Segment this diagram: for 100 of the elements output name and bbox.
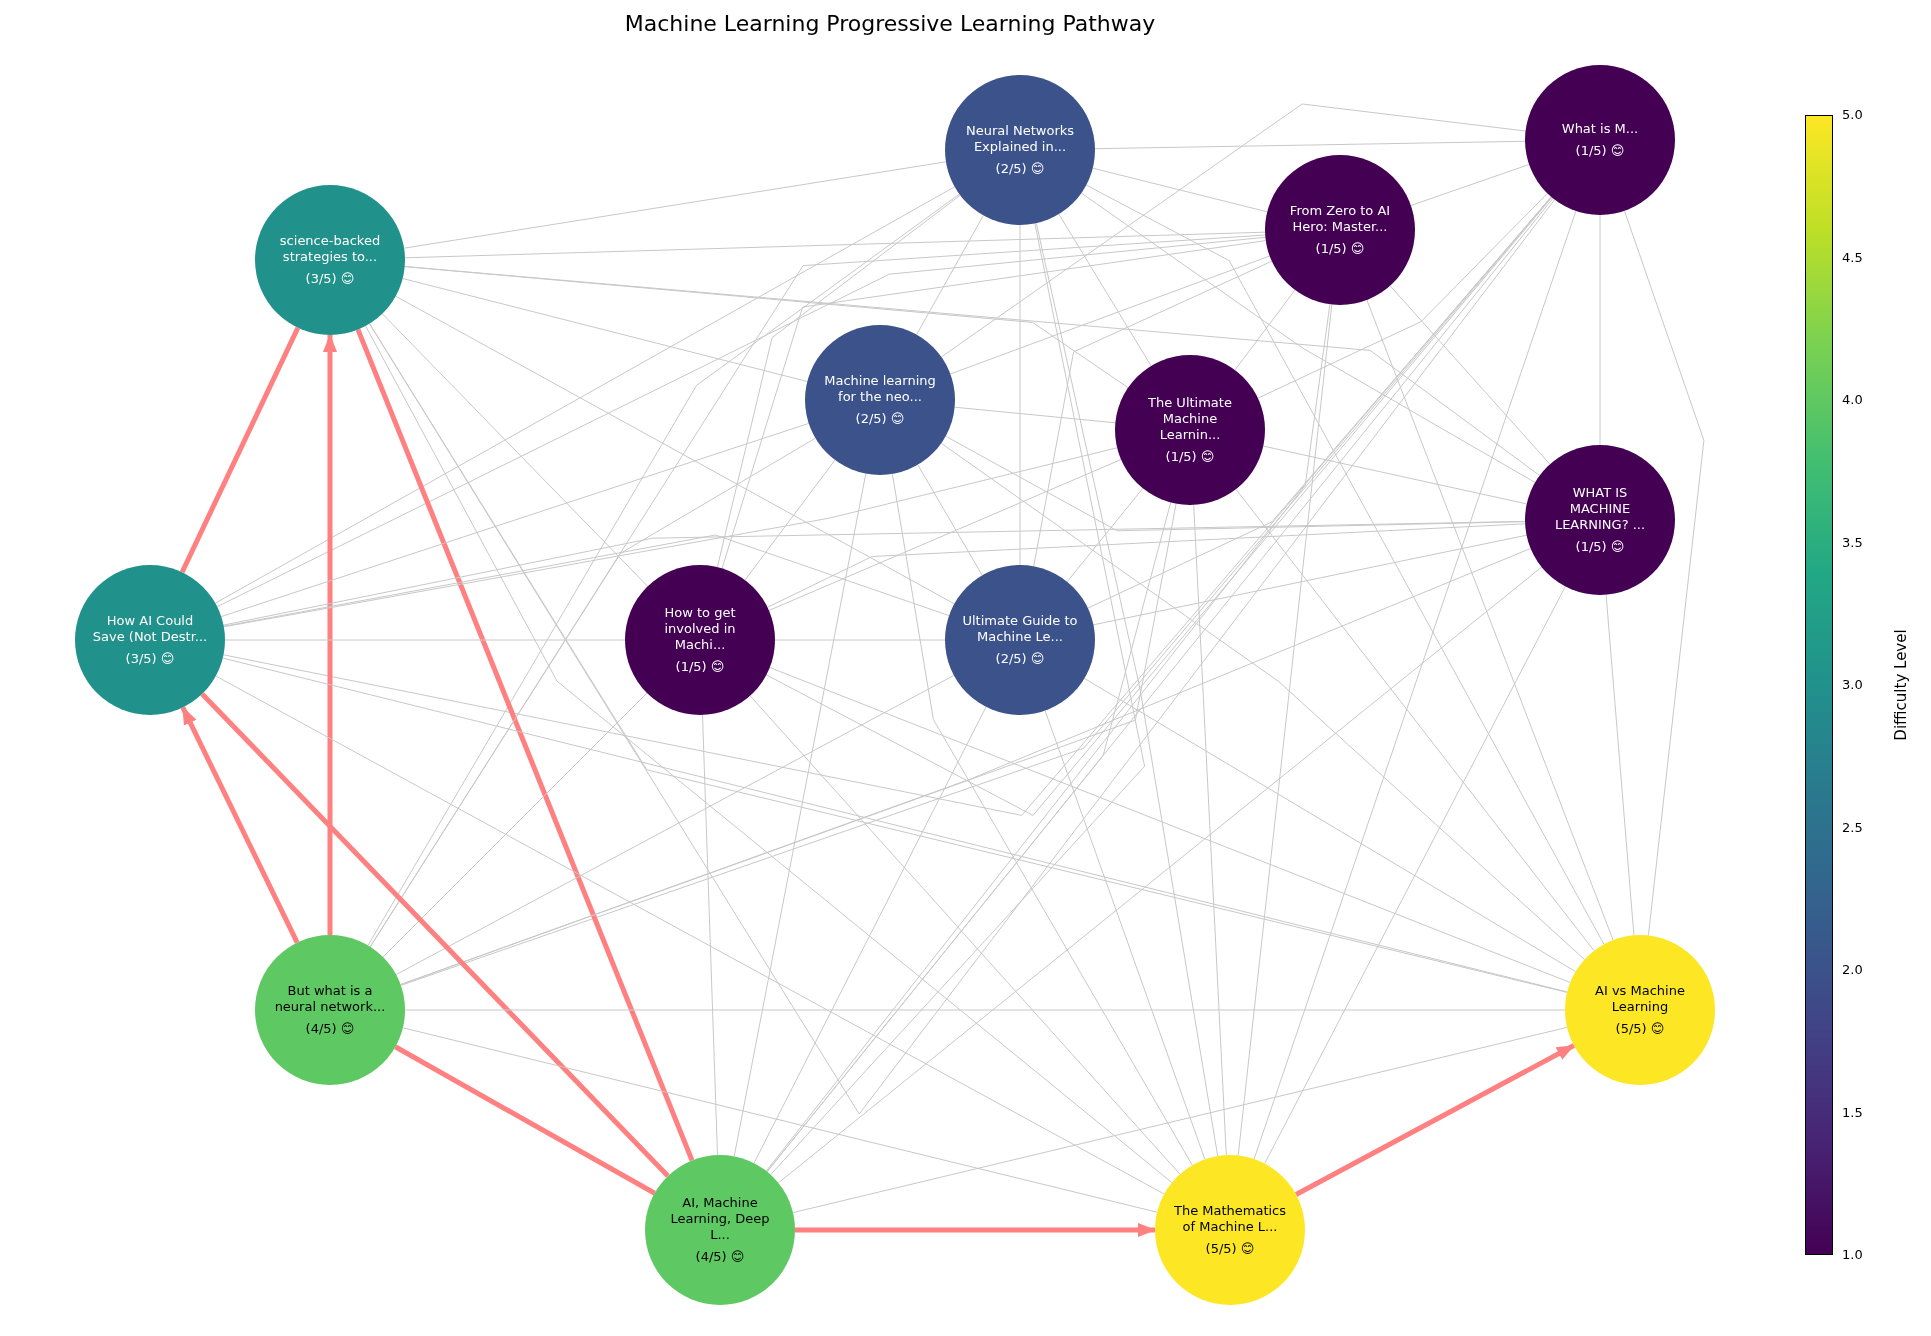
connector-line bbox=[404, 231, 1266, 259]
connector-line bbox=[1366, 299, 1614, 941]
connector-line bbox=[369, 323, 1568, 993]
smiley-icon: 😊 bbox=[730, 1248, 745, 1265]
smiley-icon: 😊 bbox=[1200, 448, 1215, 465]
tick-label: 1.0 bbox=[1842, 1247, 1863, 1263]
connector-line bbox=[1035, 222, 1219, 1157]
smiley-icon: 😊 bbox=[340, 270, 355, 287]
connector-line bbox=[1264, 586, 1566, 1164]
topic-node bbox=[645, 1155, 795, 1305]
connector-line bbox=[214, 186, 956, 604]
smiley-icon: 😊 bbox=[710, 658, 725, 675]
connector-line bbox=[1389, 285, 1551, 465]
connector-line bbox=[1262, 445, 1528, 505]
topic-node bbox=[1565, 935, 1715, 1085]
node-title: Machine learning for the neo... bbox=[823, 373, 937, 405]
connector-line bbox=[1410, 164, 1530, 206]
node-title: How to get involved in Machi... bbox=[663, 605, 737, 653]
connector-line bbox=[215, 675, 1165, 1195]
connector-line bbox=[355, 328, 695, 1162]
connector-line bbox=[223, 534, 950, 627]
difficulty-label: (4/5) bbox=[305, 1020, 338, 1037]
connector-line bbox=[223, 520, 1526, 626]
connector-line bbox=[365, 325, 1173, 1184]
connector-line bbox=[1253, 210, 1577, 1160]
connector-line bbox=[1624, 210, 1705, 936]
node-title: Neural Networks Explained in... bbox=[964, 123, 1076, 155]
node-title: The Ultimate Machine Learnin... bbox=[1147, 395, 1233, 443]
node-title: AI, Machine Learning, Deep L... bbox=[669, 1195, 771, 1243]
connector-line bbox=[917, 464, 983, 576]
connector-line bbox=[1083, 677, 1577, 973]
difficulty-label: (2/5) bbox=[855, 410, 888, 427]
topic-node bbox=[255, 935, 405, 1085]
topic-node bbox=[945, 565, 1095, 715]
connector-line bbox=[381, 313, 649, 587]
axis-title: Difficulty Level bbox=[1891, 629, 1910, 741]
tick-label: 3.0 bbox=[1842, 677, 1863, 693]
difficulty-label: (2/5) bbox=[995, 160, 1028, 177]
connector-line bbox=[223, 196, 1552, 816]
tick-label: 5.0 bbox=[1842, 107, 1863, 123]
node-title: The Mathematics of Machine L... bbox=[1172, 1203, 1288, 1235]
topic-node bbox=[1265, 155, 1415, 305]
connector-line bbox=[179, 326, 301, 574]
connector-line bbox=[404, 266, 1541, 476]
difficulty-label: (5/5) bbox=[1205, 1240, 1238, 1257]
connector-line bbox=[1605, 594, 1635, 936]
connector-line bbox=[949, 255, 1271, 375]
difficulty-label: (5/5) bbox=[1615, 1020, 1648, 1037]
connector-line bbox=[769, 667, 1571, 983]
difficulty-label: (3/5) bbox=[125, 650, 158, 667]
node-title: AI vs Machine Learning bbox=[1594, 983, 1686, 1015]
connector-line bbox=[1044, 710, 1206, 1160]
connector-line bbox=[200, 692, 670, 1178]
tick-label: 4.5 bbox=[1842, 249, 1863, 266]
connector-line bbox=[216, 236, 1266, 608]
connector-line bbox=[367, 193, 960, 946]
connector-line bbox=[1058, 213, 1152, 367]
smiley-icon: 😊 bbox=[1650, 1020, 1665, 1037]
tick-label: 3.5 bbox=[1842, 534, 1863, 551]
connector-line bbox=[220, 422, 810, 618]
connector-line bbox=[1033, 260, 1273, 567]
difficulty-label: (2/5) bbox=[995, 650, 1028, 667]
connector-line bbox=[767, 523, 1526, 608]
smiley-icon: 😊 bbox=[1350, 240, 1365, 257]
connector-line bbox=[369, 437, 816, 948]
smiley-icon: 😊 bbox=[340, 1020, 355, 1037]
node-title: But what is a neural network... bbox=[273, 983, 387, 1015]
smiley-icon: 😊 bbox=[1610, 142, 1625, 159]
connector-line bbox=[753, 706, 987, 1164]
connector-line bbox=[369, 199, 1556, 1115]
connector-line bbox=[1066, 487, 1144, 583]
node-title: From Zero to AI Hero: Master... bbox=[1288, 203, 1392, 235]
connector-line bbox=[1257, 192, 1548, 399]
smiley-icon: 😊 bbox=[890, 410, 905, 427]
difficulty-label: (4/5) bbox=[695, 1248, 728, 1265]
arrow bbox=[1294, 1043, 1576, 1197]
connector-line bbox=[222, 657, 1568, 993]
smiley-icon: 😊 bbox=[1030, 160, 1045, 177]
node-title: What is M... bbox=[1561, 121, 1639, 137]
difficulty-label: (1/5) bbox=[1575, 538, 1608, 555]
arrow bbox=[180, 706, 300, 944]
topic-node bbox=[1155, 1155, 1305, 1305]
node-title: WHAT IS MACHINE LEARNING? ... bbox=[1553, 485, 1647, 533]
connector-line bbox=[1085, 184, 1605, 945]
connector-line bbox=[768, 459, 1122, 611]
difficulty-label: (1/5) bbox=[1315, 240, 1348, 257]
connector-line bbox=[744, 459, 836, 581]
topic-node bbox=[75, 565, 225, 715]
connector-line bbox=[891, 473, 1193, 1166]
connector-line bbox=[954, 406, 1116, 424]
connector-line bbox=[1094, 140, 1526, 150]
tick-label: 4.0 bbox=[1842, 392, 1863, 408]
connector-line bbox=[403, 161, 947, 249]
connector-line bbox=[1234, 289, 1296, 371]
tick-label: 2.5 bbox=[1842, 819, 1863, 836]
smiley-icon: 😊 bbox=[160, 650, 175, 667]
chart-title: Machine Learning Progressive Learning Pathway bbox=[624, 10, 1156, 38]
node-title: How AI Could Save (Not Destr... bbox=[92, 613, 208, 645]
topic-node bbox=[945, 75, 1095, 225]
tick-label: 2.0 bbox=[1842, 962, 1863, 978]
